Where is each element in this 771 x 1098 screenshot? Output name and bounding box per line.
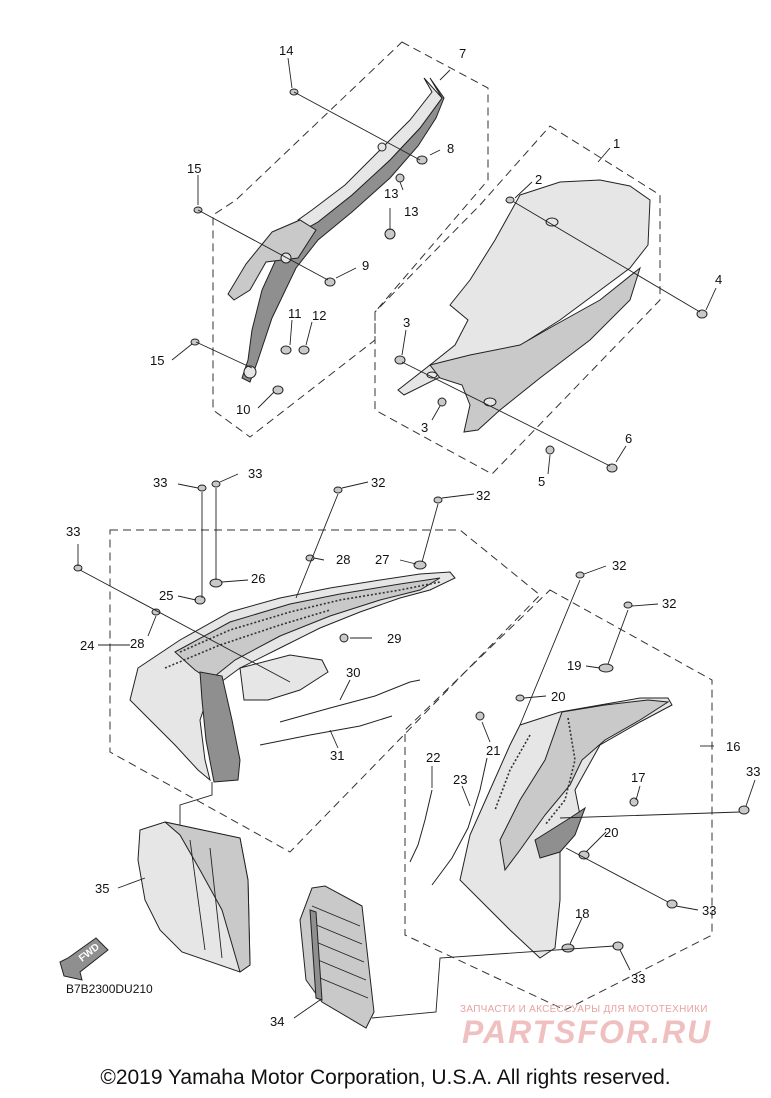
callout-11: 11 — [288, 306, 302, 321]
part-34-grille — [299, 885, 375, 1029]
callout-33-d: 33 — [746, 764, 760, 779]
callout-6: 6 — [625, 431, 632, 446]
group-box-24 — [109, 529, 541, 853]
callout-7: 7 — [459, 46, 466, 61]
callout-24: 24 — [80, 638, 94, 653]
callout-10: 10 — [236, 402, 250, 417]
part-30-strip — [279, 679, 421, 723]
part-1-side-cover — [397, 179, 651, 433]
fasteners — [73, 88, 750, 953]
part-24-fairing — [129, 571, 456, 783]
callout-5: 5 — [538, 474, 545, 489]
callout-32-b: 32 — [476, 488, 490, 503]
leader-lines — [77, 57, 756, 1019]
callout-3-lower: 3 — [421, 420, 428, 435]
callout-32-c: 32 — [612, 558, 626, 573]
callout-14: 14 — [279, 43, 293, 58]
callout-26: 26 — [251, 571, 265, 586]
callout-33-c: 33 — [66, 524, 80, 539]
callout-19: 19 — [567, 658, 581, 673]
part-22-strip — [409, 789, 433, 863]
callout-29: 29 — [387, 631, 401, 646]
fwd-arrow: FWD — [59, 937, 109, 981]
callout-31: 31 — [330, 748, 344, 763]
callout-27: 27 — [375, 552, 389, 567]
callout-4: 4 — [715, 272, 722, 287]
part-7-cover — [227, 77, 445, 383]
callout-9: 9 — [362, 258, 369, 273]
callout-33-e: 33 — [702, 903, 716, 918]
callout-12: 12 — [312, 308, 326, 323]
callout-2: 2 — [535, 172, 542, 187]
copyright-notice: ©2019 Yamaha Motor Corporation, U.S.A. A… — [100, 1066, 671, 1089]
callout-33-f: 33 — [631, 971, 645, 986]
callout-13-upper: 13 — [384, 186, 398, 201]
callout-23: 23 — [453, 772, 467, 787]
part-31-strip — [259, 715, 393, 746]
group-box-7 — [212, 41, 489, 438]
callout-20-lower: 20 — [604, 825, 618, 840]
callout-13-lower: 13 — [404, 204, 418, 219]
part-35-inner-panel — [137, 821, 251, 973]
callout-15-lower: 15 — [150, 353, 164, 368]
callout-22: 22 — [426, 750, 440, 765]
watermark-tagline: ЗАПЧАСТИ И АКСЕССУАРЫ ДЛЯ МОТОТЕХНИКИ — [460, 1004, 708, 1015]
callout-3-upper: 3 — [403, 315, 410, 330]
callout-1: 1 — [613, 136, 620, 151]
callout-17: 17 — [631, 770, 645, 785]
callout-28-upper: 28 — [336, 552, 350, 567]
callout-32-d: 32 — [662, 596, 676, 611]
part-16-fairing — [459, 697, 673, 959]
watermark-brand: PARTSFOR.RU — [462, 1014, 713, 1050]
callout-20-upper: 20 — [551, 689, 565, 704]
callout-25: 25 — [159, 588, 173, 603]
group-box-16 — [404, 589, 713, 1011]
callout-35: 35 — [95, 881, 109, 896]
callout-15-upper: 15 — [187, 161, 201, 176]
group-box-1 — [374, 125, 661, 475]
callout-labels: 1 2 3 3 4 5 6 7 8 9 10 11 12 13 13 14 15… — [66, 43, 760, 1029]
callout-30: 30 — [346, 665, 360, 680]
callout-34: 34 — [270, 1014, 284, 1029]
callout-18: 18 — [575, 906, 589, 921]
callout-21: 21 — [486, 743, 500, 758]
callout-16: 16 — [726, 739, 740, 754]
callout-33-b: 33 — [248, 466, 262, 481]
callout-32-a: 32 — [371, 475, 385, 490]
callout-8: 8 — [447, 141, 454, 156]
part-23-strip — [431, 757, 488, 886]
diagram-code: B7B2300DU210 — [66, 982, 153, 996]
callout-28-left: 28 — [130, 636, 144, 651]
callout-33-a: 33 — [153, 475, 167, 490]
